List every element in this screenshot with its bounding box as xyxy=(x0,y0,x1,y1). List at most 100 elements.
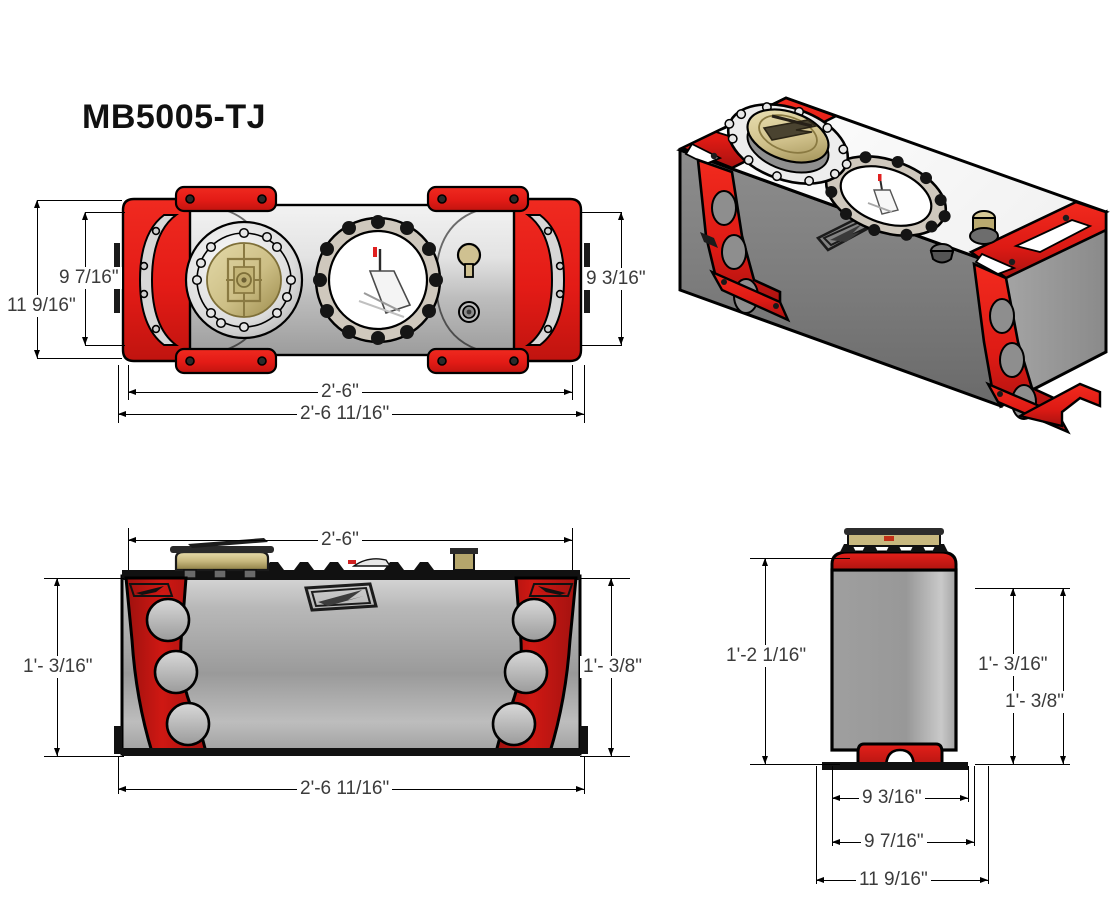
arrowhead xyxy=(53,748,60,756)
arrowhead xyxy=(966,838,974,845)
arrowhead xyxy=(960,794,968,801)
side-top-fittings xyxy=(840,528,948,552)
front-embossed-logo xyxy=(304,582,378,612)
iso-sender-plate xyxy=(821,151,951,241)
extline xyxy=(44,578,124,579)
dim-side-bottom-middle: 9 7/16" xyxy=(861,831,927,853)
arrowhead xyxy=(576,410,584,417)
extline xyxy=(816,766,818,884)
arrowhead xyxy=(761,558,768,566)
arrowhead xyxy=(816,876,824,883)
side-bottom-edge xyxy=(822,762,968,770)
isometric-view-drawing xyxy=(676,96,1110,435)
dimline-top-left-outer xyxy=(37,200,39,358)
arrowhead xyxy=(564,536,572,543)
dim-top-left-outer: 11 9/16" xyxy=(4,295,79,317)
top-right-flange-2 xyxy=(584,289,590,313)
front-top-fittings xyxy=(264,558,434,570)
bracket-hole xyxy=(145,597,191,643)
bottom-mount-tab-left xyxy=(174,347,278,375)
dim-top-left-inner: 9 7/16" xyxy=(56,267,122,289)
dim-top-bottom-outer: 2'-6 11/16" xyxy=(297,403,393,425)
arrowhead xyxy=(832,794,840,801)
front-vent-fitting xyxy=(450,548,478,571)
arrowhead xyxy=(128,388,136,395)
extline xyxy=(580,212,622,213)
extline xyxy=(44,756,124,757)
bracket-hole xyxy=(165,701,211,747)
extline xyxy=(584,365,586,423)
arrowhead xyxy=(1059,756,1066,764)
top-vent-fitting xyxy=(456,242,482,278)
front-top-rail xyxy=(122,570,580,580)
arrowhead xyxy=(1059,588,1066,596)
dimline-side-right-upper xyxy=(1013,588,1015,764)
side-view-drawing xyxy=(822,528,968,770)
arrowhead xyxy=(576,785,584,792)
top-left-bracket xyxy=(121,197,192,363)
arrowhead xyxy=(617,337,624,345)
dim-side-right-upper: 1'- 3/16" xyxy=(975,654,1051,676)
front-foot-left xyxy=(114,726,122,754)
top-drain-bolt xyxy=(458,301,480,323)
extline xyxy=(832,766,834,846)
bracket-hole xyxy=(153,649,199,695)
top-mount-tab-right xyxy=(426,185,530,213)
extline xyxy=(580,756,630,757)
extline xyxy=(128,528,130,570)
arrowhead xyxy=(1009,588,1016,596)
arrowhead xyxy=(980,876,988,883)
dim-front-left: 1'- 3/16" xyxy=(20,656,96,678)
extline xyxy=(85,345,125,346)
sender-red-mark xyxy=(373,247,377,257)
bracket-hole xyxy=(503,649,549,695)
extline xyxy=(988,766,990,884)
top-left-flange xyxy=(114,243,120,267)
top-sender-plate xyxy=(313,215,443,345)
arrowhead xyxy=(118,785,126,792)
dim-front-right: 1'- 3/8" xyxy=(580,656,645,678)
extline xyxy=(118,365,120,423)
extline xyxy=(975,588,1070,589)
extline xyxy=(750,764,840,765)
front-right-bracket xyxy=(491,576,578,754)
arrowhead xyxy=(118,410,126,417)
iso-fuel-cap xyxy=(724,102,852,186)
side-top-rail xyxy=(830,550,958,572)
arrowhead xyxy=(128,536,136,543)
extline xyxy=(975,764,1070,765)
top-right-flange xyxy=(584,243,590,267)
top-mount-tab-left xyxy=(174,185,278,213)
arrowhead xyxy=(617,212,624,220)
iso-vent-fitting xyxy=(969,210,999,245)
top-right-bracket xyxy=(512,197,583,363)
dim-front-top: 2'-6" xyxy=(318,529,362,551)
front-left-bracket xyxy=(124,576,211,754)
arrowhead xyxy=(81,337,88,345)
front-view-drawing xyxy=(114,538,588,756)
extline xyxy=(37,200,122,201)
extline xyxy=(750,558,850,559)
dimline-side-right-lower xyxy=(1063,588,1065,764)
arrowhead xyxy=(81,212,88,220)
dim-side-left: 1'-2 1/16" xyxy=(723,645,810,667)
dim-top-right: 9 3/16" xyxy=(583,268,649,290)
extline xyxy=(572,528,574,570)
arrowhead xyxy=(832,838,840,845)
arrowhead xyxy=(761,756,768,764)
dim-side-bottom-outer: 11 9/16" xyxy=(856,869,931,891)
top-left-flange-2 xyxy=(114,289,120,313)
extline xyxy=(128,365,130,400)
dim-front-bottom: 2'-6 11/16" xyxy=(297,778,393,800)
iso-rear-foot xyxy=(1016,382,1102,428)
iso-mount-foot-left xyxy=(709,269,791,323)
extline xyxy=(580,345,622,346)
arrowhead xyxy=(33,200,40,208)
extline xyxy=(974,766,976,846)
top-view-drawing xyxy=(114,185,590,375)
front-foot-right xyxy=(580,726,588,754)
side-body-panel xyxy=(830,568,958,752)
extline xyxy=(37,358,122,359)
arrowhead xyxy=(564,388,572,395)
